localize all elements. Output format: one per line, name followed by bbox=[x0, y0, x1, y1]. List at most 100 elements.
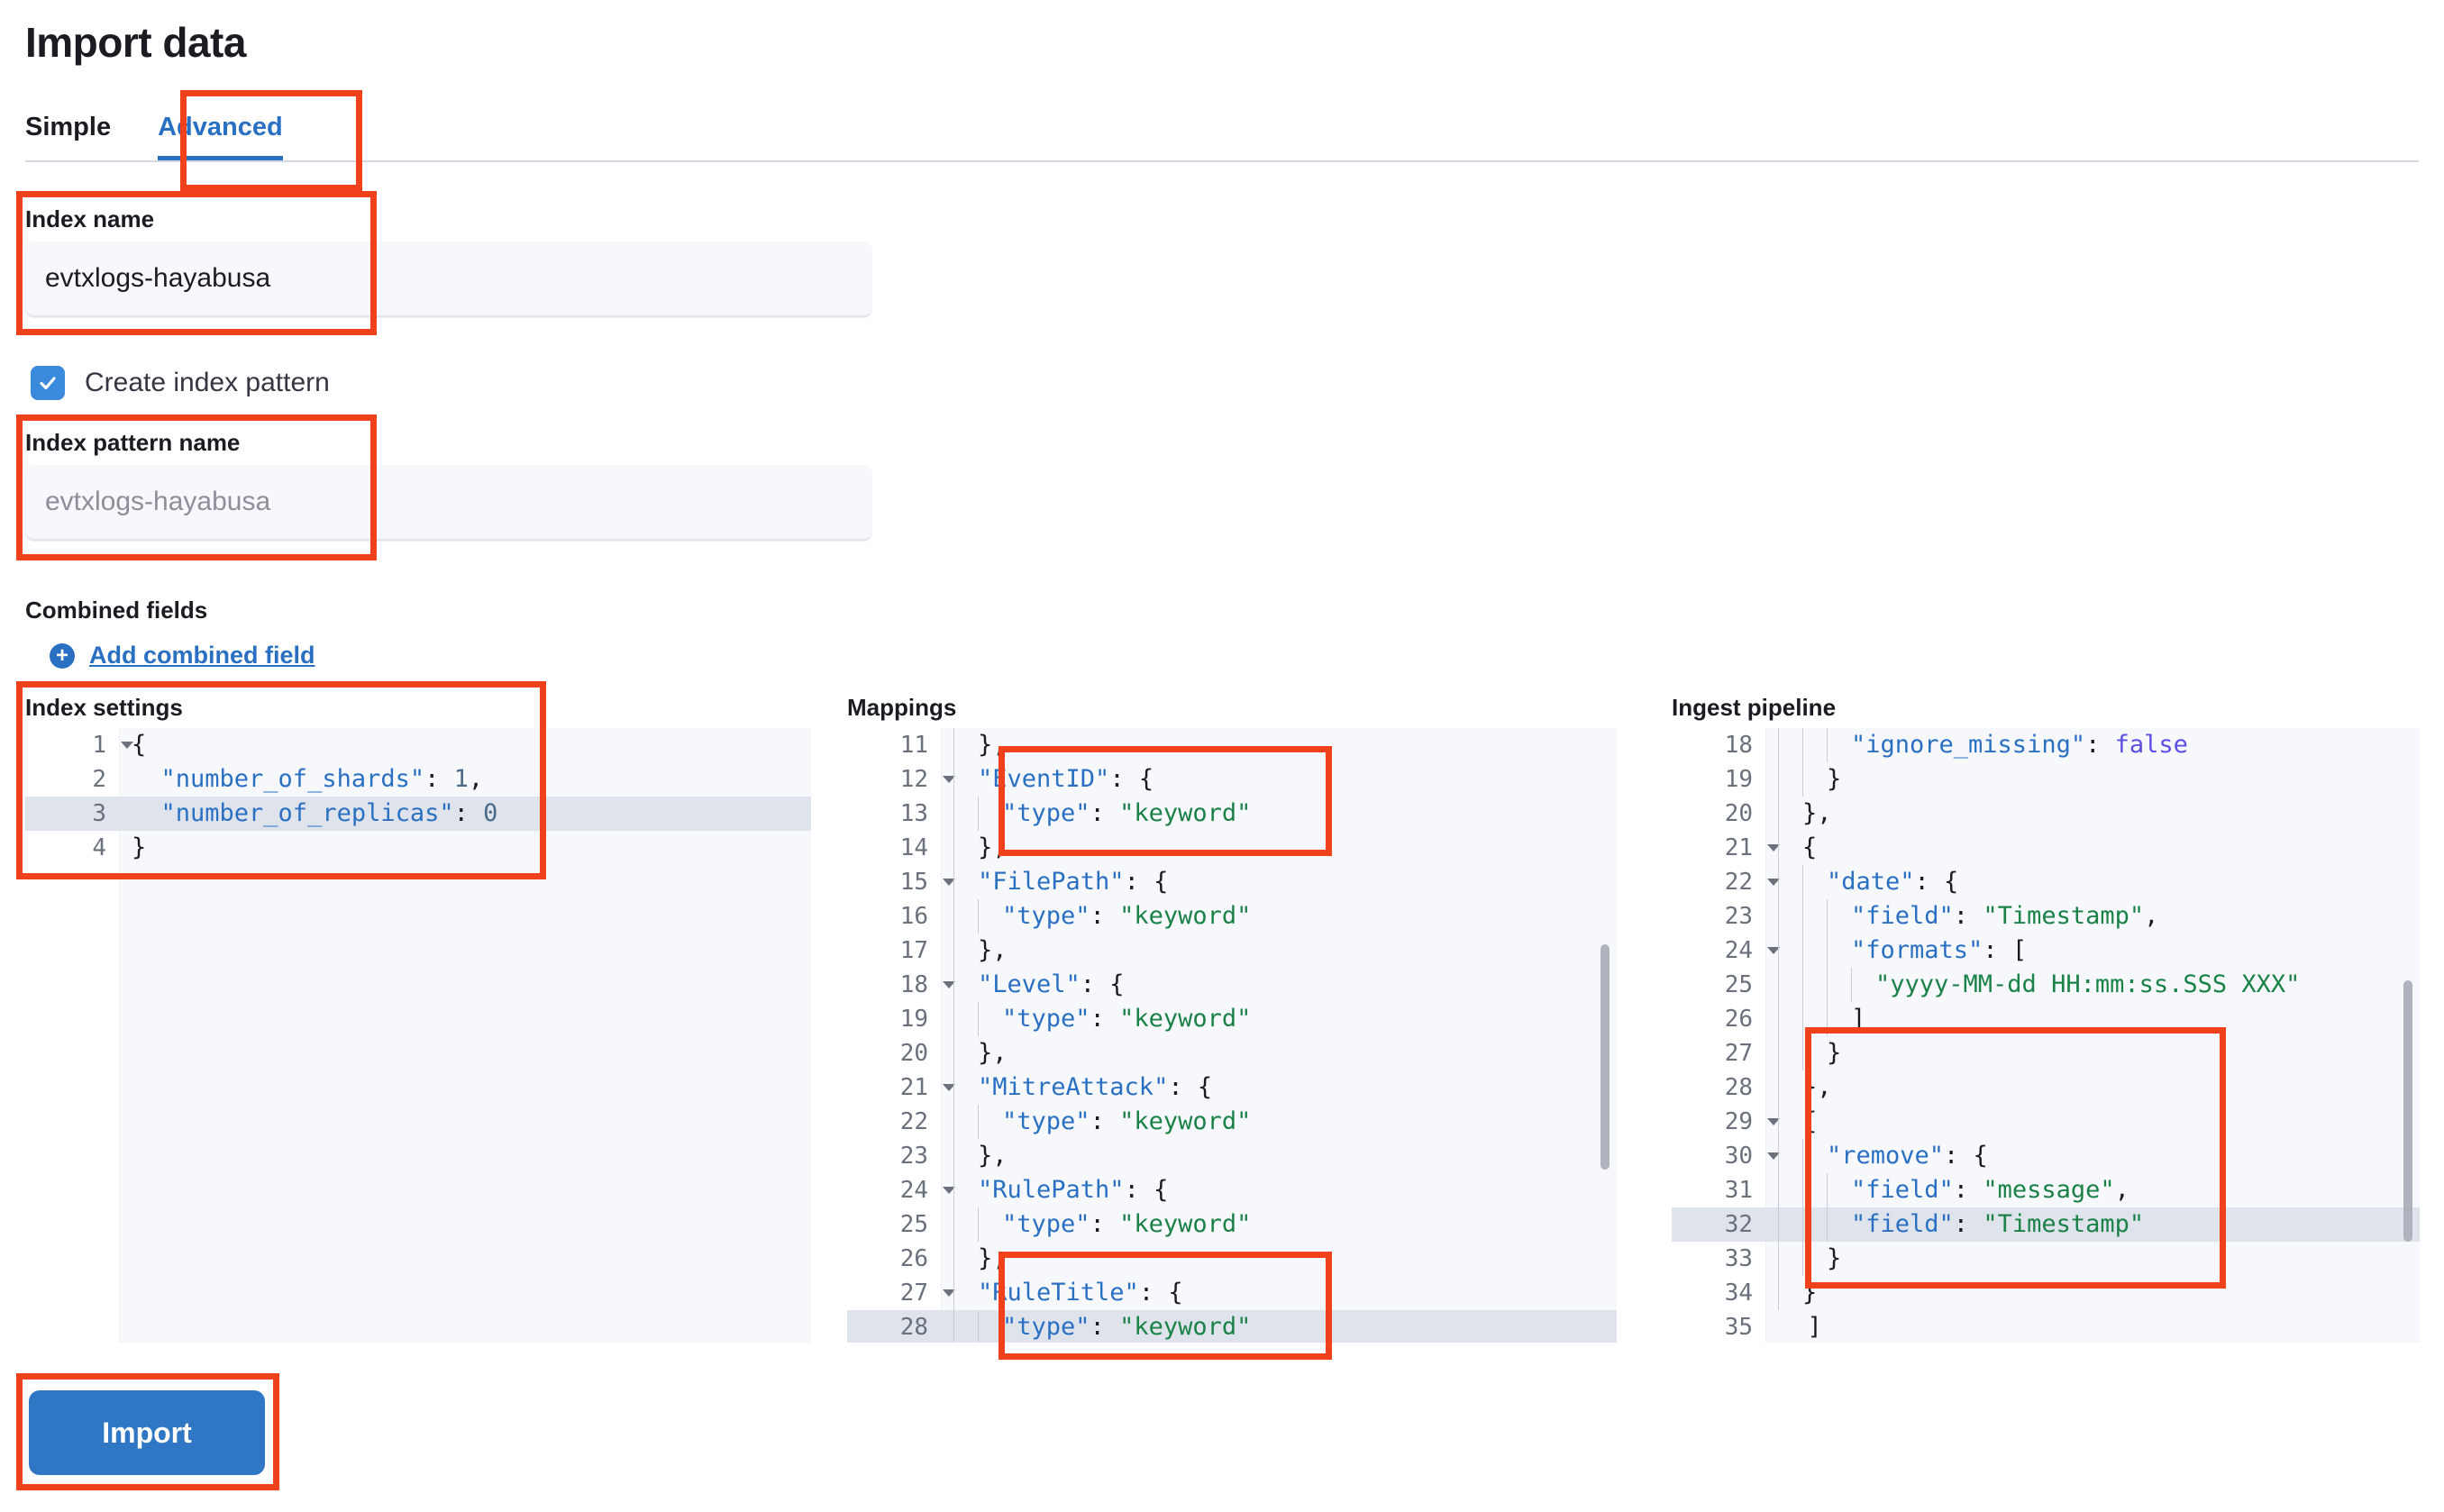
tab-divider bbox=[25, 160, 2419, 162]
indent-guide bbox=[1802, 1036, 1827, 1070]
index-pattern-name-input[interactable] bbox=[25, 465, 872, 541]
code-line[interactable]: } bbox=[1765, 1242, 2420, 1276]
line-number: 13 bbox=[899, 800, 928, 827]
index-name-input[interactable] bbox=[25, 241, 872, 317]
fold-arrow-icon[interactable] bbox=[1767, 844, 1780, 852]
create-index-pattern-row[interactable]: Create index pattern bbox=[31, 366, 330, 400]
code-line[interactable]: }, bbox=[1765, 1070, 2420, 1105]
code-token: }, bbox=[978, 1039, 1008, 1067]
line-number: 27 bbox=[1724, 1040, 1753, 1067]
code-line[interactable]: "field": "message", bbox=[1765, 1173, 2420, 1207]
indent-guide bbox=[978, 1002, 1002, 1036]
code-line[interactable]: "type": "keyword" bbox=[941, 1207, 1617, 1242]
code-line[interactable]: "MitreAttack": { bbox=[941, 1070, 1617, 1105]
code-line[interactable]: "EventID": { bbox=[941, 762, 1617, 797]
index-settings-code[interactable]: { "number_of_shards": 1, "number_of_repl… bbox=[119, 728, 811, 1343]
code-line[interactable]: { bbox=[1765, 831, 2420, 865]
code-line[interactable]: "date": { bbox=[1765, 865, 2420, 899]
code-line[interactable]: "RuleTitle": { bbox=[941, 1276, 1617, 1310]
tab-simple[interactable]: Simple bbox=[25, 113, 112, 141]
indent-guide bbox=[953, 831, 978, 865]
ingest-pipeline-code[interactable]: "ignore_missing": false}},{"date": {"fie… bbox=[1765, 728, 2420, 1343]
code-token: }, bbox=[978, 731, 1008, 759]
code-line[interactable]: "type": "keyword" bbox=[941, 1310, 1617, 1343]
code-token: : bbox=[1953, 902, 1983, 930]
code-line[interactable]: }, bbox=[941, 1242, 1617, 1276]
code-line[interactable]: "yyyy-MM-dd HH:mm:ss.SSS XXX" bbox=[1765, 968, 2420, 1002]
line-number: 22 bbox=[899, 1108, 928, 1135]
code-line[interactable]: } bbox=[1765, 1036, 2420, 1070]
indent-guide bbox=[1778, 1105, 1802, 1139]
code-line[interactable]: "number_of_shards": 1, bbox=[119, 762, 811, 797]
code-line[interactable]: ] bbox=[1765, 1002, 2420, 1036]
code-line[interactable]: } bbox=[119, 831, 811, 865]
indent-guide bbox=[953, 1173, 978, 1207]
indent-guide bbox=[1827, 728, 1851, 762]
code-line[interactable]: "field": "Timestamp", bbox=[1765, 899, 2420, 934]
line-number: 15 bbox=[847, 865, 955, 899]
code-line[interactable]: "type": "keyword" bbox=[941, 899, 1617, 934]
code-line[interactable]: "RulePath": { bbox=[941, 1173, 1617, 1207]
code-line[interactable]: "ignore_missing": false bbox=[1765, 728, 2420, 762]
code-line[interactable]: "type": "keyword" bbox=[941, 1105, 1617, 1139]
code-line[interactable]: "Level": { bbox=[941, 968, 1617, 1002]
fold-arrow-icon[interactable] bbox=[1767, 879, 1780, 886]
code-line[interactable]: "field": "Timestamp" bbox=[1765, 1207, 2420, 1242]
code-line[interactable]: }, bbox=[941, 831, 1617, 865]
fold-arrow-icon[interactable] bbox=[943, 981, 955, 988]
code-line[interactable]: { bbox=[119, 728, 811, 762]
fold-arrow-icon[interactable] bbox=[1767, 1118, 1780, 1125]
code-token: "MitreAttack" bbox=[978, 1073, 1169, 1101]
indent-guide bbox=[1802, 899, 1827, 934]
line-number: 29 bbox=[1672, 1105, 1780, 1139]
ingest-pipeline-editor[interactable]: 18192021222324252627282930313233343536 "… bbox=[1672, 728, 2420, 1343]
code-token: "remove" bbox=[1827, 1142, 1945, 1170]
code-line[interactable]: }, bbox=[1765, 797, 2420, 831]
code-line[interactable]: }, bbox=[941, 728, 1617, 762]
code-token: } bbox=[1802, 1279, 1818, 1307]
indent-guide bbox=[978, 1310, 1002, 1343]
code-line[interactable]: } bbox=[1765, 762, 2420, 797]
code-line[interactable]: "remove": { bbox=[1765, 1139, 2420, 1173]
code-token: : bbox=[1953, 1176, 1983, 1204]
code-line[interactable]: "type": "keyword" bbox=[941, 797, 1617, 831]
fold-arrow-icon[interactable] bbox=[943, 1084, 955, 1091]
line-number: 31 bbox=[1724, 1177, 1753, 1204]
fold-arrow-icon[interactable] bbox=[943, 879, 955, 886]
checkbox-checked-icon[interactable] bbox=[31, 366, 65, 400]
code-line[interactable]: }, bbox=[941, 1036, 1617, 1070]
code-line[interactable]: "type": "keyword" bbox=[941, 1002, 1617, 1036]
plus-icon: + bbox=[50, 642, 75, 669]
fold-arrow-icon[interactable] bbox=[943, 1187, 955, 1194]
indent-guide bbox=[1827, 1002, 1851, 1036]
code-line[interactable]: }, bbox=[941, 934, 1617, 968]
code-line[interactable]: }, bbox=[941, 1139, 1617, 1173]
mappings-scrollbar[interactable] bbox=[1600, 944, 1610, 1170]
import-button[interactable]: Import bbox=[29, 1390, 265, 1475]
tab-advanced[interactable]: Advanced bbox=[134, 114, 306, 162]
code-token: } bbox=[1827, 765, 1842, 793]
code-line[interactable]: "number_of_replicas": 0 bbox=[119, 797, 811, 831]
code-line[interactable]: } bbox=[1765, 1276, 2420, 1310]
indent-guide bbox=[953, 1139, 978, 1173]
indent-guide bbox=[1802, 968, 1827, 1002]
code-token: "EventID" bbox=[978, 765, 1110, 793]
mappings-code[interactable]: },"EventID": {"type": "keyword"},"FilePa… bbox=[941, 728, 1617, 1343]
fold-arrow-icon[interactable] bbox=[943, 1289, 955, 1297]
code-token: : bbox=[1090, 1005, 1120, 1033]
ingest-pipeline-scrollbar[interactable] bbox=[2403, 980, 2412, 1242]
fold-arrow-icon[interactable] bbox=[121, 742, 133, 749]
page-title: Import data bbox=[25, 19, 246, 66]
indent-guide bbox=[953, 1207, 978, 1242]
add-combined-field-button[interactable]: + Add combined field bbox=[50, 642, 315, 669]
code-line[interactable]: ] bbox=[1765, 1310, 2420, 1343]
code-token: "date" bbox=[1827, 868, 1915, 896]
mappings-editor[interactable]: 11121314151617181920212223242526272829 }… bbox=[847, 728, 1617, 1343]
fold-arrow-icon[interactable] bbox=[1767, 947, 1780, 954]
code-line[interactable]: { bbox=[1765, 1105, 2420, 1139]
fold-arrow-icon[interactable] bbox=[1767, 1152, 1780, 1160]
code-line[interactable]: "FilePath": { bbox=[941, 865, 1617, 899]
fold-arrow-icon[interactable] bbox=[943, 776, 955, 783]
code-line[interactable]: "formats": [ bbox=[1765, 934, 2420, 968]
